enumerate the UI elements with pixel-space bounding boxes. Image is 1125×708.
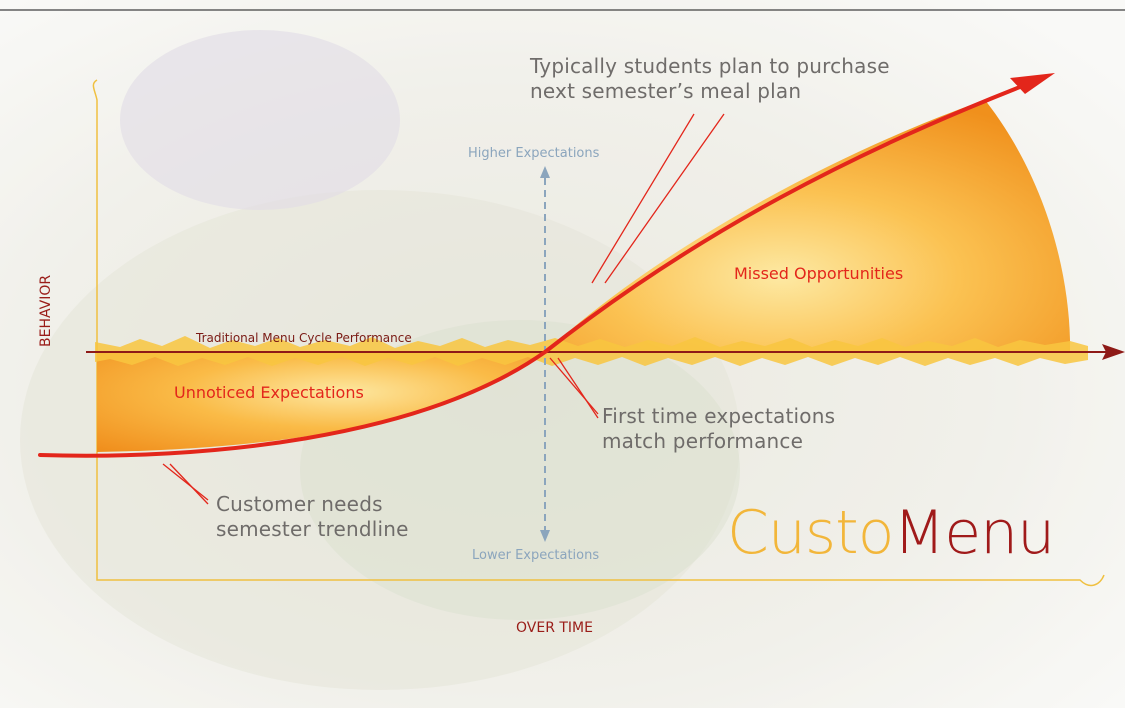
lower-expectations-label: Lower Expectations <box>472 548 600 563</box>
missed-opportunities-label: Missed Opportunities <box>734 264 904 283</box>
callout-top-line1: Typically students plan to purchase <box>530 54 890 78</box>
logo-part-custo: Custo <box>727 498 894 568</box>
expectation-up-arrowhead <box>540 166 550 178</box>
unnoticed-expectations-label: Unnoticed Expectations <box>174 383 364 402</box>
expectation-down-arrowhead <box>540 530 550 542</box>
callout-mid-line1: First time expectations <box>602 404 836 428</box>
logo-part-menu: Menu <box>893 498 1055 568</box>
semester-trendline <box>38 85 1022 458</box>
callout-pointers <box>162 113 725 505</box>
callout-top-line2: next semester’s meal plan <box>530 79 802 103</box>
baseline-arrowhead <box>1102 344 1125 360</box>
trendline-arrowhead <box>1010 73 1055 94</box>
bowl-shape <box>20 190 740 690</box>
unnoticed-expectations-region <box>97 352 545 452</box>
callout-low-line1: Customer needs <box>216 492 383 516</box>
missed-opportunities-region <box>545 100 1070 352</box>
callout-low-line2: semester trendline <box>216 517 409 541</box>
x-axis-label: OVER TIME <box>516 620 593 636</box>
y-axis-label: BEHAVIOR <box>38 274 54 347</box>
higher-expectations-label: Higher Expectations <box>468 146 600 161</box>
axes-frame <box>92 79 1105 587</box>
callout-mid-line2: match performance <box>602 429 804 453</box>
customenu-logo: CustoMenu <box>727 498 1055 568</box>
baseline-label: Traditional Menu Cycle Performance <box>196 331 412 345</box>
napkin-shape <box>120 30 400 210</box>
